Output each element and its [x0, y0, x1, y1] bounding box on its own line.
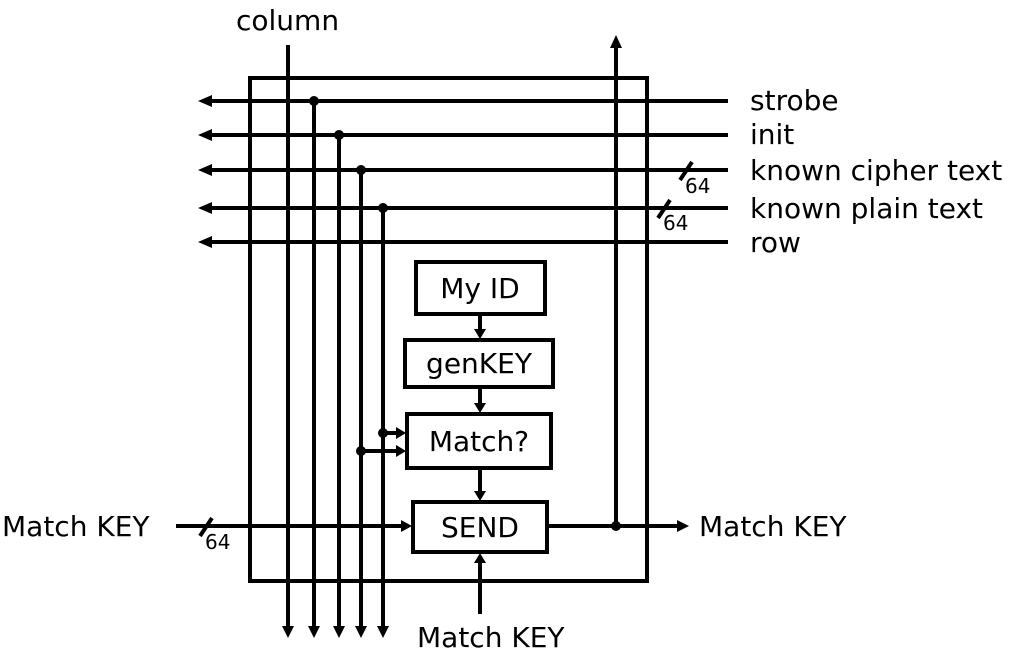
- plain-bus-width: 64: [663, 211, 688, 235]
- strobe-arrowhead: [198, 95, 212, 107]
- match-key-bottom-arrowhead: [474, 553, 486, 563]
- plain-tap-arrowhead: [377, 626, 389, 638]
- init-tap-arrowhead: [333, 626, 345, 638]
- send-block: [411, 500, 549, 554]
- match-key-bottom-label: Match KEY: [417, 621, 565, 654]
- match-label: Match?: [429, 425, 529, 458]
- my-id-label: My ID: [440, 272, 519, 305]
- match-key-out-arrowhead: [677, 520, 689, 532]
- plain-bus-slash: [656, 198, 672, 220]
- cell-boundary: [248, 76, 649, 583]
- column-arrowhead: [282, 626, 294, 638]
- init-arrowhead: [198, 129, 212, 141]
- match-key-in-bus-slash: [198, 516, 214, 538]
- cipher-bus-slash: [678, 160, 694, 182]
- cipher-into-match-arrowhead: [396, 445, 406, 457]
- known-cipher-label: known cipher text: [750, 154, 1002, 187]
- match-key-in-label: Match KEY: [2, 510, 150, 543]
- genkey-to-match-arrowhead: [474, 403, 486, 413]
- known-plain-arrowhead: [198, 202, 212, 214]
- strobe-junction: [309, 96, 319, 106]
- send-out-junction: [611, 521, 621, 531]
- match-key-in-bus-width: 64: [205, 530, 230, 554]
- send-label: SEND: [441, 511, 519, 544]
- plain-into-match-arrowhead: [396, 427, 406, 439]
- genkey-label: genKEY: [426, 347, 533, 380]
- send-up-arrowhead: [610, 35, 622, 48]
- init-label: init: [750, 118, 794, 151]
- myid-to-genkey-arrowhead: [474, 329, 486, 339]
- cipher-tap-arrowhead: [355, 626, 367, 638]
- plain-junction: [378, 203, 388, 213]
- cipher-junction: [356, 165, 366, 175]
- match-to-send-arrowhead: [474, 491, 486, 501]
- known-plain-label: known plain text: [750, 192, 983, 225]
- cipher-bus-width: 64: [685, 174, 710, 198]
- column-label: column: [236, 4, 339, 37]
- match-key-in-arrowhead: [401, 520, 412, 532]
- known-cipher-arrowhead: [198, 164, 212, 176]
- row-arrowhead: [198, 236, 212, 248]
- strobe-tap-arrowhead: [308, 626, 320, 638]
- init-junction: [334, 130, 344, 140]
- strobe-label: strobe: [750, 84, 839, 117]
- match-key-out-label: Match KEY: [699, 510, 847, 543]
- plain-match-junction: [378, 428, 388, 438]
- row-label: row: [750, 226, 801, 259]
- cipher-match-junction: [356, 446, 366, 456]
